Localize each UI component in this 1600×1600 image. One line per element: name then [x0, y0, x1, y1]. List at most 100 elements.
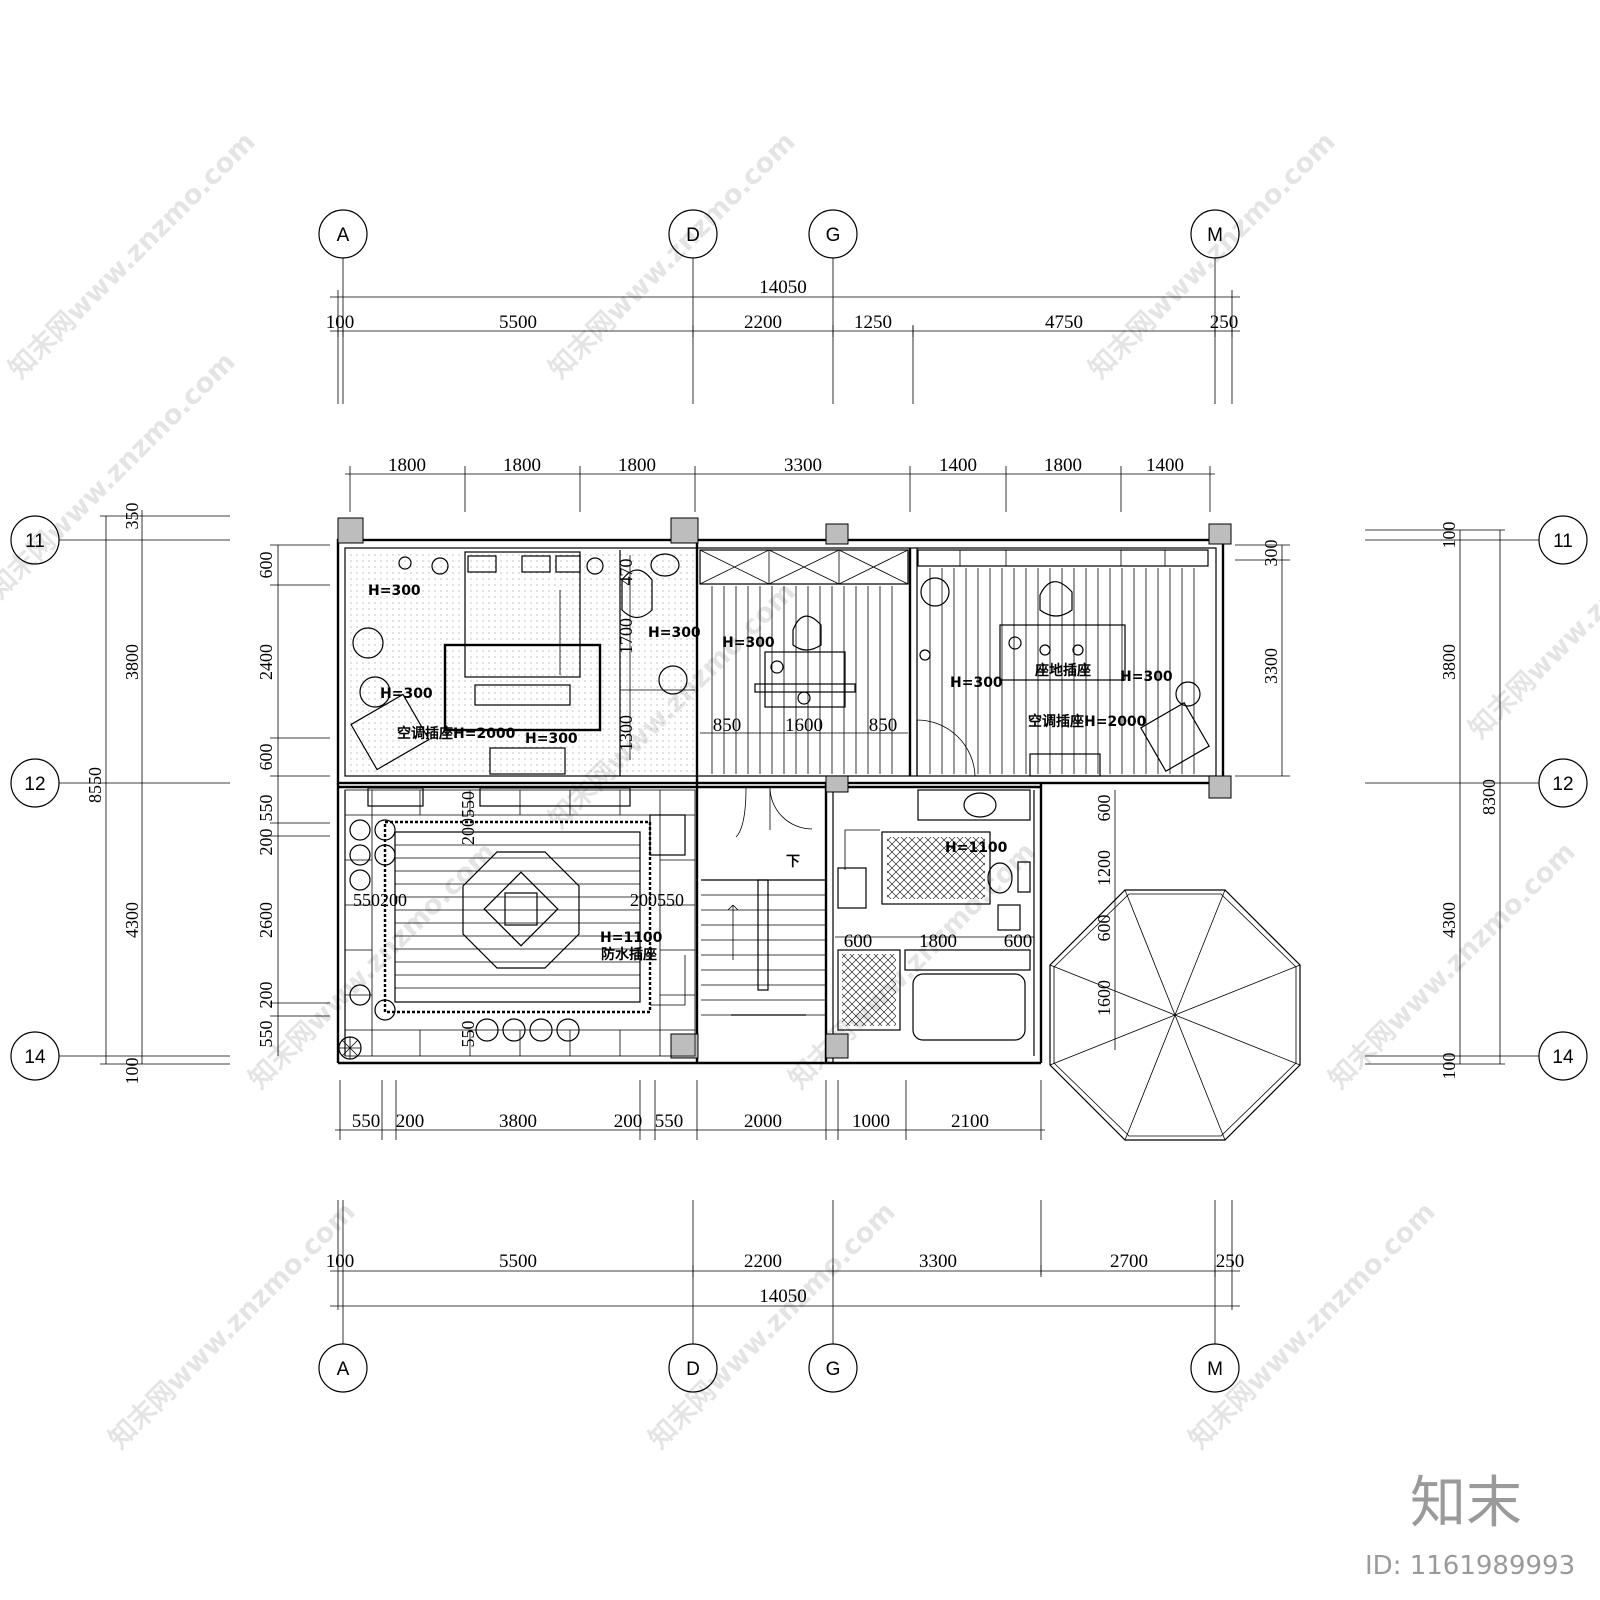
axis-bubble-A-bottom: A [318, 1343, 368, 1393]
height-label: H=300 [950, 675, 1003, 691]
height-label: H=300 [380, 686, 433, 702]
room-dim: 550200 [353, 890, 407, 910]
wardrobe-top [699, 549, 909, 585]
shrub-icon [556, 1018, 580, 1042]
dim-inner-bottom: 550 [352, 1111, 381, 1132]
room-dim: 1300 [616, 715, 636, 751]
height-label: H=300 [648, 625, 701, 641]
room-dim: 550 [458, 1021, 478, 1048]
top-dimensions: 14050 100 5500 2200 1250 4750 250 1800 1… [326, 277, 1240, 512]
dim-inner: 1800 [618, 455, 656, 476]
room-dim: 1600 [1094, 980, 1114, 1016]
dim-inner-left: 550 [256, 795, 276, 822]
dim-seg-bottom: 2200 [744, 1251, 782, 1272]
dim-outer-left: 350 [122, 503, 142, 530]
umbrella-pavilion [1049, 889, 1301, 1141]
svg-text:D: D [686, 225, 700, 246]
shrub-icon [374, 819, 396, 841]
svg-text:D: D [686, 1359, 700, 1380]
dim-seg: 2200 [744, 312, 782, 333]
outlet-icon [919, 649, 931, 661]
dim-outer-right: 4300 [1439, 902, 1459, 938]
watermark-text: 知末网www.znzmo.com [1183, 1196, 1442, 1455]
room-dim: 470 [616, 559, 636, 586]
axis-bubble-A-top: A [318, 209, 368, 259]
height-label: H=1100 [945, 840, 1008, 856]
room-dim: 850 [713, 715, 742, 736]
dim-inner: 1800 [503, 455, 541, 476]
table [999, 624, 1126, 681]
bedroom: H=300 H=300 空调插座H=2000 H=300 H=300 470 1… [350, 550, 701, 776]
floor-boards [711, 586, 893, 774]
shrub-icon [374, 999, 396, 1021]
outlet-icon [1039, 644, 1051, 656]
deck-boards [395, 844, 640, 989]
dim-inner-bottom: 1000 [852, 1111, 890, 1132]
chair-icon [359, 676, 391, 708]
rug [443, 643, 602, 732]
watermark-text: 知末网www.znzmo.com [1083, 126, 1342, 385]
armchair [1140, 702, 1210, 772]
axis-bubble-14-right: 14 [1538, 1031, 1588, 1081]
dim-inner: 3300 [784, 455, 822, 476]
dim-outer-left: 3800 [122, 644, 142, 680]
axis-bubble-12-right: 12 [1538, 758, 1588, 808]
room-dim: 600 [1094, 915, 1114, 942]
svg-text:A: A [337, 1359, 350, 1380]
room-dim: 200550 [630, 890, 684, 910]
garden-terrace: H=1100 防水插座 550200 200550 200550 550 [338, 787, 696, 1060]
dim-inner-bottom: 2000 [744, 1111, 782, 1132]
dim-inner: 1800 [1044, 455, 1082, 476]
room-dim: 1800 [919, 931, 957, 952]
svg-text:A: A [337, 225, 350, 246]
desk-unit [764, 651, 846, 708]
outlet-icon [1072, 644, 1084, 656]
floor-boards-right [929, 568, 1195, 774]
room-dim: 600 [1004, 931, 1033, 952]
plant-icon [658, 665, 688, 695]
dim-inner: 1800 [388, 455, 426, 476]
dim-seg-bottom: 250 [1216, 1251, 1245, 1272]
dim-total-bottom: 14050 [759, 1286, 807, 1307]
shrub-icon [374, 844, 396, 866]
shrub-icon [475, 1018, 499, 1042]
staircase: 下 [701, 786, 826, 1016]
toilet-icon [987, 862, 1013, 894]
svg-text:11: 11 [25, 531, 45, 552]
ac-outlet-label: 空调插座H=2000 [1028, 713, 1147, 730]
shrub-icon [529, 1018, 553, 1042]
left-dimensions: 8550 350 3800 4300 100 600 2400 600 550 … [85, 503, 330, 1085]
brand-logo: 知末 ID: 1161989993 [1365, 1471, 1575, 1581]
bathtub [912, 973, 1026, 1041]
watermark-text: 知末网www.znzmo.com [543, 126, 802, 385]
dim-seg-bottom: 3300 [919, 1251, 957, 1272]
dim-seg: 5500 [499, 312, 537, 333]
room-dim: 600 [1094, 795, 1114, 822]
chair-icon [352, 627, 384, 659]
dim-seg: 1250 [854, 312, 892, 333]
axis-bubble-11-right: 11 [1538, 515, 1588, 565]
dim-inner-bottom: 2100 [951, 1111, 989, 1132]
dim-outer-right: 100 [1439, 1053, 1459, 1080]
shrubs [349, 819, 580, 1042]
watermark-text: 知末网www.znzmo.com [3, 126, 262, 385]
height-label: H=1100 [600, 930, 663, 946]
wardrobe-top-right [917, 549, 1209, 567]
room-dim: 850 [869, 715, 898, 736]
svg-text:M: M [1207, 1359, 1223, 1380]
dim-total-right: 8300 [1479, 779, 1499, 815]
bed [464, 551, 581, 678]
axis-bubble-12-left: 12 [10, 758, 60, 808]
desk [754, 683, 856, 693]
dim-inner-left: 2600 [256, 902, 276, 938]
stone-paving [344, 789, 696, 1057]
svg-text:G: G [826, 225, 841, 246]
octagon-table [462, 851, 580, 969]
dim-inner-left: 550 [256, 1021, 276, 1048]
room-dim: 1600 [785, 715, 823, 736]
right-dimensions: 8300 100 3800 4300 100 300 3300 [1235, 522, 1505, 1080]
dim-seg: 4750 [1045, 312, 1083, 333]
dim-inner-right: 3300 [1261, 648, 1281, 684]
sofa [350, 693, 430, 771]
